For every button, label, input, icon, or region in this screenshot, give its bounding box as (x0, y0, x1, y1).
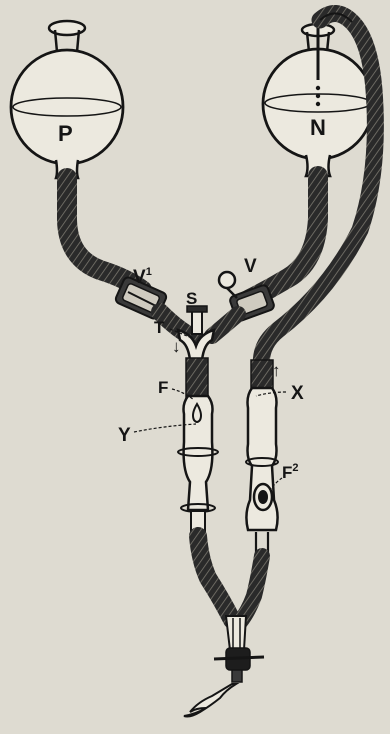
flask-p (11, 21, 123, 178)
lower-left-tube (198, 536, 232, 620)
tube-n-to-valve (248, 176, 318, 300)
tube-p-to-valve (67, 178, 142, 290)
right-tube-assembly (246, 360, 278, 560)
valve-chamber-f2-label: F2 (282, 462, 299, 482)
right-tube-x-label: X (291, 383, 304, 404)
lower-right-tube (240, 556, 262, 622)
mouthpiece (184, 684, 236, 717)
left-tube-y-label: Y (118, 425, 131, 446)
flask-n-label: N (310, 115, 326, 140)
stopcock-s-label: S (186, 289, 197, 308)
left-tube-assembly (178, 358, 218, 536)
flask-p-label: P (58, 121, 73, 146)
flow-arrow-right: ↑ (272, 361, 281, 380)
t-junction (178, 306, 214, 360)
valve-v-label: V (244, 256, 257, 277)
y-junction (226, 616, 246, 650)
tube-v-to-t (212, 314, 238, 336)
valve-chamber-f-label: F (158, 378, 168, 397)
mouthpiece-clamp (214, 648, 264, 682)
t-junction-label: T (154, 318, 165, 337)
flow-arrow-left: ↓ (172, 337, 181, 356)
